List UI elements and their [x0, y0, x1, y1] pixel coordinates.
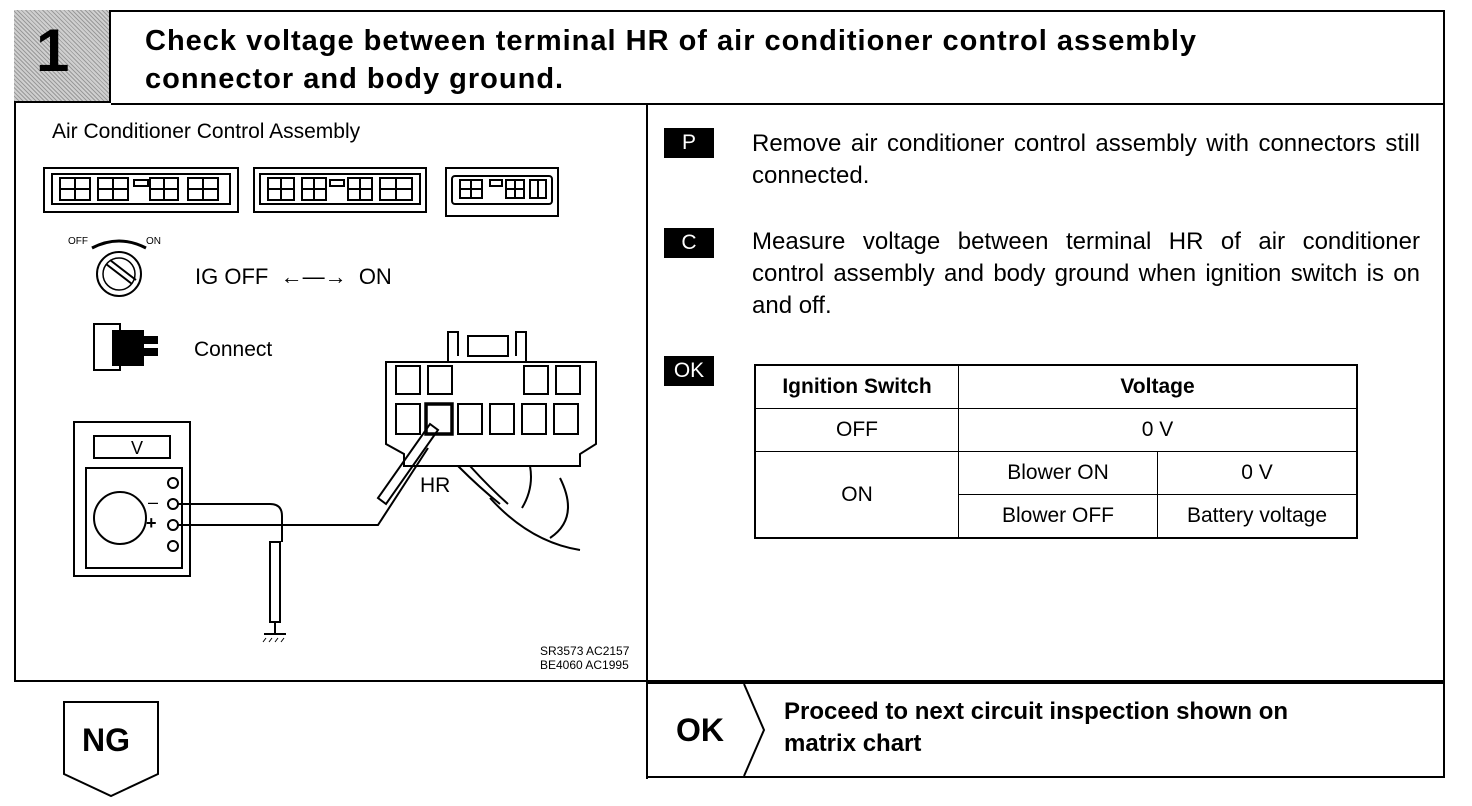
cell-on: ON — [754, 451, 959, 539]
meter-minus-label: – — [148, 492, 159, 512]
ok-result-label: OK — [676, 712, 724, 748]
switch-off-label: OFF — [68, 236, 88, 247]
figure-divider — [646, 103, 648, 779]
step-number: 1 — [36, 17, 70, 84]
ok-result-line2: matrix chart — [784, 730, 922, 757]
ok-result-box — [646, 682, 1445, 778]
tag-ok: OK — [664, 356, 714, 386]
figure-heading: Air Conditioner Control Assembly — [52, 120, 361, 143]
connector-illustrations — [43, 167, 559, 217]
ng-arrow-badge — [63, 701, 159, 798]
connect-label: Connect — [194, 338, 273, 361]
header-ignition-switch: Ignition Switch — [754, 364, 959, 409]
terminal-hr-label: HR — [420, 474, 451, 497]
cell-blower-on-voltage: 0 V — [1157, 451, 1358, 495]
tag-p: P — [664, 128, 714, 158]
header-voltage: Voltage — [958, 364, 1358, 409]
connector-plug-icon — [93, 323, 158, 371]
cell-blower-off-voltage: Battery voltage — [1157, 494, 1358, 539]
ig-on-text: ON — [358, 264, 392, 289]
ig-label: IG OFF ←—→ ON — [195, 264, 392, 290]
ng-result-label: NG — [82, 722, 130, 758]
table-header-row: Ignition Switch Voltage — [754, 364, 1358, 409]
step-title: Check voltage between terminal HR of air… — [145, 22, 1405, 98]
figure-codes: SR3573 AC2157 BE4060 AC1995 — [540, 644, 629, 672]
table-row: ON Blower ON 0 V — [754, 451, 1358, 539]
ok-result-text: Proceed to next circuit inspection shown… — [784, 696, 1288, 760]
tag-c: C — [664, 228, 714, 258]
cell-off-voltage: 0 V — [958, 408, 1358, 452]
instruction-measure: Measure voltage between terminal HR of a… — [752, 228, 1420, 319]
ig-off-text: IG OFF — [195, 264, 269, 289]
cell-blower-on: Blower ON — [958, 451, 1158, 495]
ig-arrow-icon: ←—→ — [274, 264, 353, 289]
ok-result-line1: Proceed to next circuit inspection shown… — [784, 698, 1289, 725]
table-row: Blower OFF Battery voltage — [755, 494, 1358, 539]
figure-code-line2: BE4060 AC1995 — [540, 658, 629, 672]
step-frame — [14, 10, 1445, 682]
instruction-remove: Remove air conditioner control assembly … — [752, 130, 1420, 189]
cell-off: OFF — [754, 408, 959, 452]
header-divider — [111, 103, 1445, 105]
meter-v-label: V — [131, 438, 144, 458]
voltage-spec-table: Ignition Switch Voltage OFF 0 V ON Blowe… — [754, 364, 1358, 539]
figure-code-line1: SR3573 AC2157 — [540, 644, 630, 658]
step-number-badge: 1 — [14, 10, 111, 103]
ok-chevron-divider — [743, 684, 766, 776]
cell-blower-off: Blower OFF — [958, 494, 1158, 539]
switch-on-label: ON — [146, 236, 161, 247]
meter-plus-label: + — [146, 513, 157, 533]
step-title-line2: connector and body ground. — [145, 63, 565, 95]
ignition-switch-icon — [91, 239, 147, 297]
voltmeter-probe-diagram — [73, 331, 597, 643]
table-row: OFF 0 V — [754, 408, 1358, 452]
step-title-line1: Check voltage between terminal HR of air… — [145, 25, 1198, 57]
